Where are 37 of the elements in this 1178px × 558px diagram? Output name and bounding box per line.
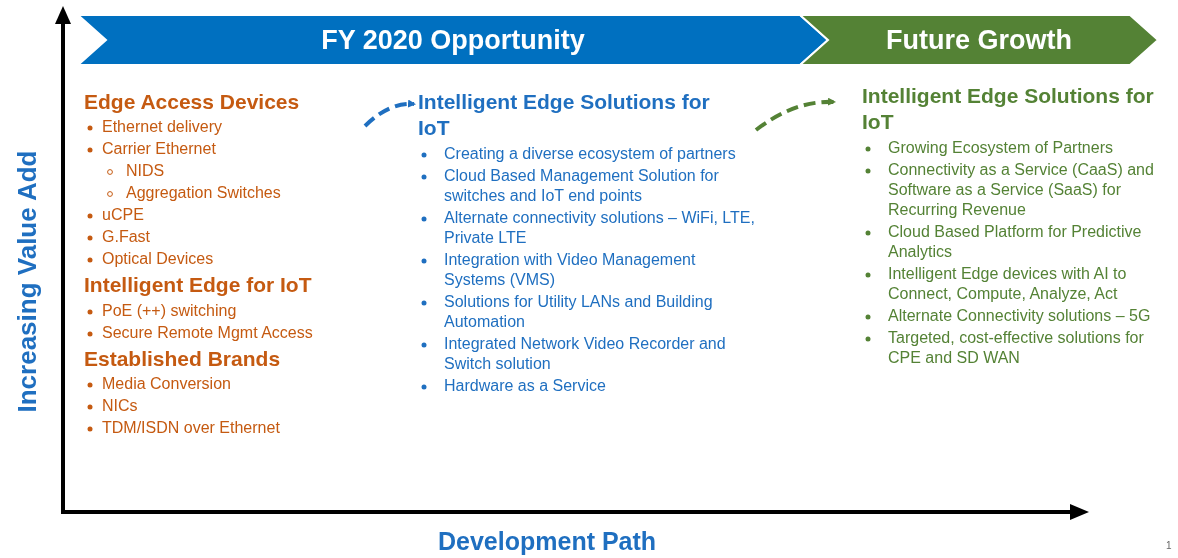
bullet-item: Media Conversion [102,374,231,392]
section-heading: Intelligent Edge Solutions for IoT [862,84,1154,134]
banner-title: Future Growth [886,24,1072,56]
bullet-item: Cloud Based Platform for Predictive Analytics [888,222,1142,260]
bullet-item: Carrier Ethernet [102,140,216,158]
dashed-arrow [754,97,836,132]
bullet-item: Connectivity as a Service (CaaS) and Software as a Service (SaaS) for Recurring Revenue [888,160,1154,218]
section-heading: Intelligent Edge Solutions for IoT [418,90,710,140]
axis-label: Increasing Value Add [11,149,43,415]
bullet-item: Intelligent Edge devices with AI to Connect, Compute, Analyze, Act [888,264,1127,302]
bullet-item: uCPE [102,206,144,224]
bullet-item: Integration with Video Management Systems (VMS) [444,250,696,288]
bullet-item: Integrated Network Video Recorder and Switch solution [444,334,726,372]
bullet-item: Optical Devices [102,250,214,268]
bullet-item: Creating a diverse ecosystem of partners [444,144,736,162]
banner-title: FY 2020 Opportunity [321,24,585,56]
dashed-arrow [363,99,416,128]
bullet-item: Secure Remote Mgmt Access [102,323,313,341]
bullet-item: PoE (++) switching [102,301,237,319]
bullet-item: Growing Ecosystem of Partners [888,138,1113,156]
bullet-item: NICs [102,396,138,414]
bullet-item: Solutions for Utility LANs and Building Automation [444,292,713,330]
section-heading: Edge Access Devices [84,90,300,113]
sub-bullet-item: NIDS [126,162,165,180]
axis-label: Development Path [438,527,657,556]
section-heading: Intelligent Edge for IoT [84,273,312,297]
bullet-item: Alternate connectivity solutions – WiFi, LTE, Private LTE [444,208,755,246]
section-heading: Established Brands [84,346,281,370]
bullet-item: G.Fast [102,228,150,246]
page-number: 1 [1166,540,1172,551]
bullet-item: Targeted, cost-effective solutions for CPE and SD WAN [888,328,1144,366]
bullet-item: Hardware as a Service [444,376,606,394]
bullet-item: Cloud Based Management Solution for switches and IoT end points [444,166,719,204]
sub-bullet-item: Aggregation Switches [126,184,281,202]
bullet-item: Ethernet delivery [102,118,223,136]
bullet-item: Alternate Connectivity solutions – 5G [888,306,1151,324]
bullet-item: TDM/ISDN over Ethernet [102,418,280,436]
